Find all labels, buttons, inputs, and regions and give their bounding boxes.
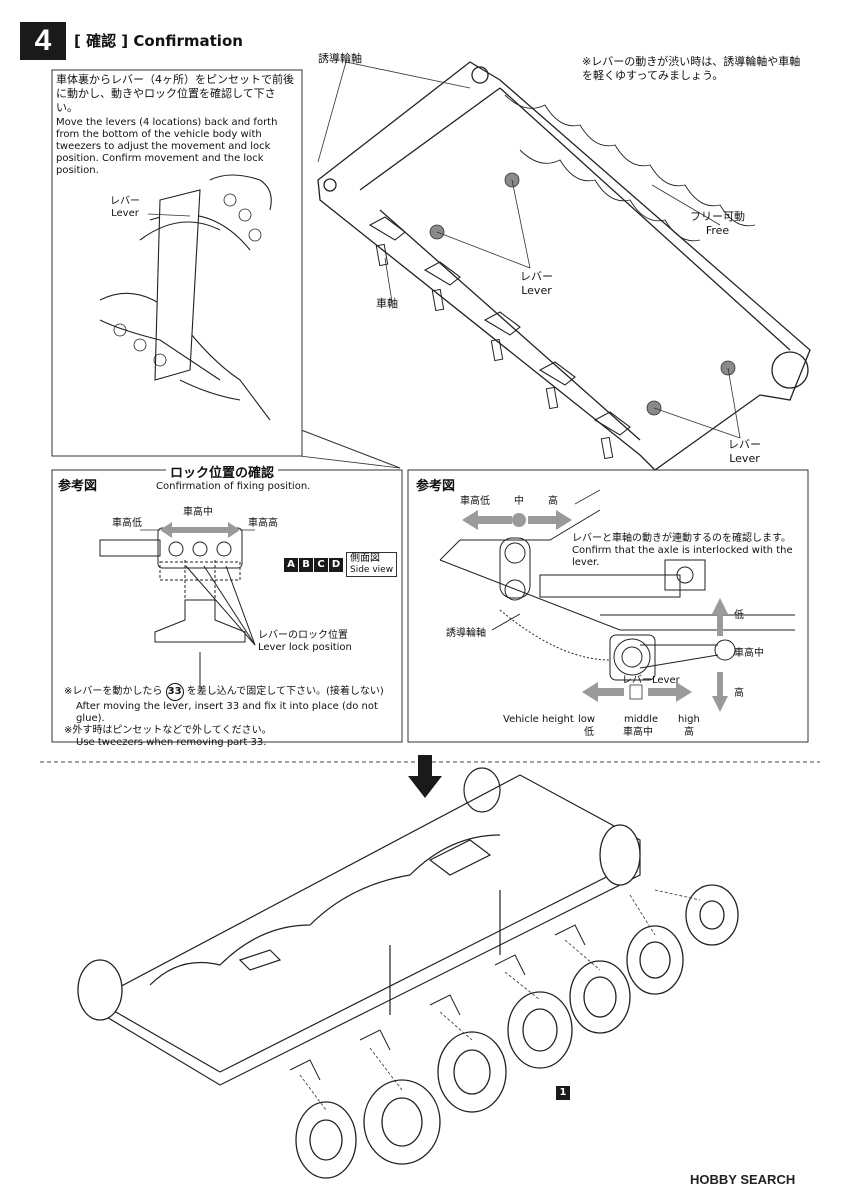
interlock-note: レバーと車軸の動きが連動するのを確認します。 Confirm that the … [572, 533, 802, 569]
ref-right-idler: 誘導輪軸 [446, 628, 486, 639]
inset-text-jp: 車体裏からレバー（4ヶ所）をピンセットで前後に動かし、動きやロック位置を確認して… [56, 73, 294, 114]
ref-right-lever: レバーLever [622, 675, 680, 686]
lever-label-en: Lever [521, 284, 552, 297]
lever-lock-position-label: レバーのロック位置 Lever lock position [258, 630, 352, 654]
note1-en: After moving the lever, insert 33 and fi… [76, 701, 378, 724]
vehicle-height-en: Vehicle height [503, 714, 574, 725]
note1-jp: ※レバーを動かしたら 33 を差し込んで固定して下さい。(接着しない) [64, 683, 400, 701]
lever-lock-jp: レバーのロック位置 [258, 630, 348, 641]
down-arrow-icon [408, 755, 442, 798]
lever-lock-en: Lever lock position [258, 642, 352, 653]
ref-left-header: 参考図 [58, 479, 98, 494]
note1-post: を差し込んで固定して下さい。(接着しない) [186, 686, 384, 697]
side-view-badge-c: C [314, 557, 328, 572]
part-1-badge: 1 [556, 1086, 570, 1100]
lever-label-jp: レバー [520, 270, 553, 283]
inset-closeup-drawing [99, 174, 272, 421]
vh-high: high [678, 714, 700, 725]
free-label-en: Free [705, 224, 730, 237]
lever-label-jp: レバー [728, 438, 761, 451]
side-view-en: Side view [350, 565, 394, 575]
vertical-high-label: 高 [734, 688, 744, 699]
low-height-label: 車高低 [112, 518, 142, 529]
vertical-mid-label: 車高中 [734, 648, 764, 659]
side-view-legend: A B C D 側面図 Side view [284, 552, 398, 577]
inset-text-en: Move the levers (4 locations) back and f… [56, 117, 278, 176]
vertical-low-label: 低 [734, 610, 744, 621]
mid-height-label: 車高中 [183, 507, 213, 518]
side-view-label-box: 側面図 Side view [346, 552, 398, 577]
vh-low: low [578, 714, 596, 725]
lock-position-subtitle: Confirmation of fixing position. [156, 481, 311, 492]
note1-pre: ※レバーを動かしたら [64, 686, 163, 697]
side-view-badge-b: B [299, 557, 313, 572]
inset-lever-jp: レバー [110, 196, 140, 207]
note2-jp: ※外す時はピンセットなどで外してください。 [64, 725, 272, 736]
inset-lever-label: レバー Lever [110, 196, 140, 220]
free-label-jp: フリー可動 [690, 210, 745, 223]
idler-axle-label-top: 誘導輪軸 [318, 52, 362, 65]
interlock-note-en: Confirm that the axle is interlocked wit… [572, 545, 793, 568]
lock-position-diagram [99, 527, 256, 688]
part-33-badge: 33 [165, 683, 184, 701]
ref-right-mid: 中 [514, 496, 524, 507]
side-view-badge-d: D [329, 557, 343, 572]
lever-label-center: レバー Lever [520, 270, 553, 298]
hull-underside-drawing [317, 61, 811, 471]
inset-lever-en: Lever [111, 208, 139, 219]
axle-label: 車軸 [376, 297, 398, 310]
step-title: [ 確認 ] Confirmation [74, 32, 243, 50]
ref-right-high: 高 [548, 496, 558, 507]
inset-instructions: 車体裏からレバー（4ヶ所）をピンセットで前後に動かし、動きやロック位置を確認して… [56, 73, 296, 177]
watermark: HOBBY SEARCH [690, 1172, 796, 1187]
vh-high-jp: 高 [684, 727, 694, 738]
free-label: フリー可動 Free [690, 210, 745, 238]
interlock-note-jp: レバーと車軸の動きが連動するのを確認します。 [572, 533, 791, 544]
lock-position-title: ロック位置の確認 [166, 462, 279, 481]
note2-en: Use tweezers when removing part 33. [76, 737, 267, 748]
ref-right-header: 参考図 [416, 479, 456, 494]
side-view-jp: 側面図 [350, 553, 380, 564]
chassis-assembly-drawing [77, 767, 739, 1179]
step-number-badge: 4 [20, 22, 66, 60]
ref-right-low: 車高低 [460, 496, 490, 507]
ref-left-notes: ※レバーを動かしたら 33 を差し込んで固定して下さい。(接着しない) Afte… [64, 683, 400, 749]
side-view-badge-a: A [284, 557, 298, 572]
top-note: ※レバーの動きが渋い時は、誘導輪軸や車軸を軽くゆすってみましょう。 [582, 55, 801, 82]
lever-label-en: Lever [729, 452, 760, 465]
vh-mid-jp: 車高中 [623, 727, 653, 738]
lever-label-right: レバー Lever [728, 438, 761, 466]
vh-mid: middle [624, 714, 659, 725]
vh-low-jp: 低 [584, 727, 594, 738]
lever-axle-interlock-diagram [439, 509, 795, 681]
high-height-label: 車高高 [248, 518, 278, 529]
